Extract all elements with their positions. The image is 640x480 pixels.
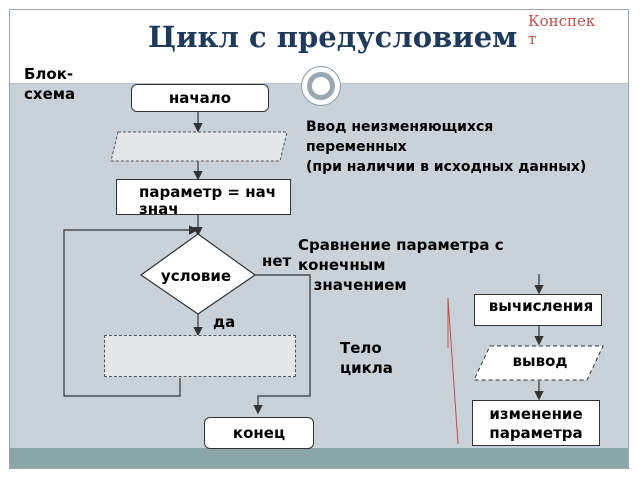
output-label: вывод xyxy=(512,352,568,370)
change-param-block: изменение параметра xyxy=(472,400,600,446)
decorative-circle-icon xyxy=(307,72,335,100)
loop-body-block xyxy=(104,335,296,377)
compute-block: вычисления xyxy=(474,294,602,326)
condition-diamond xyxy=(139,233,257,315)
no-label: нет xyxy=(262,252,292,270)
body-note: Тело цикла xyxy=(340,339,393,377)
slide-frame xyxy=(9,9,629,469)
diagram-label: Блок- схема xyxy=(24,65,76,103)
condition-label: условие xyxy=(160,267,232,285)
input-note: Ввод неизменяющихся переменных (при нали… xyxy=(306,119,587,175)
yes-label: да xyxy=(213,313,236,331)
compare-note: Сравнение параметра с конечным значением xyxy=(298,236,504,294)
input-block xyxy=(110,131,288,162)
end-block: конец xyxy=(204,417,314,449)
background-band xyxy=(10,83,628,448)
slide-title: Цикл с предусловием xyxy=(148,20,518,54)
param-init-block: параметр = нач знач xyxy=(116,179,291,218)
bottom-strip xyxy=(10,448,628,468)
corner-label: Конспект xyxy=(528,12,596,48)
start-block: начало xyxy=(131,84,269,112)
output-block xyxy=(473,345,604,381)
